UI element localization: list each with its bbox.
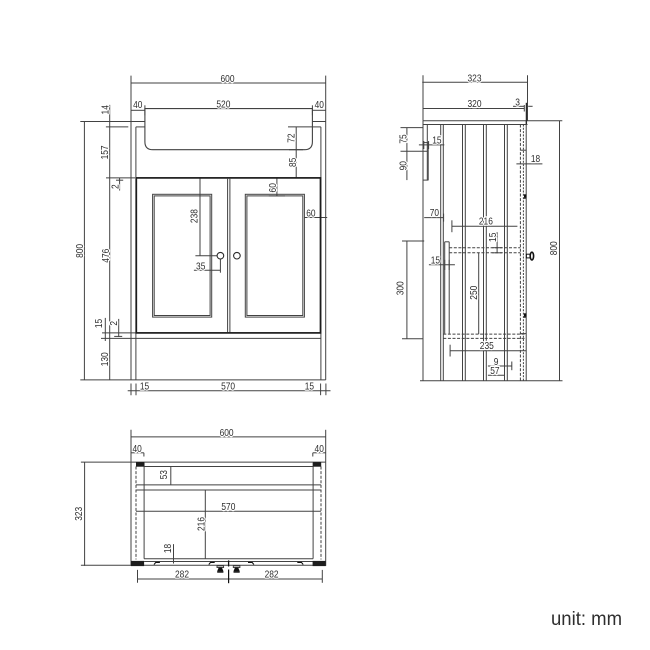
svg-text:130: 130 [100,352,111,366]
svg-text:235: 235 [480,341,494,352]
svg-text:282: 282 [265,570,279,581]
svg-text:40: 40 [133,100,143,111]
svg-text:40: 40 [315,100,325,111]
svg-text:476: 476 [101,248,112,262]
svg-text:282: 282 [175,570,189,581]
svg-text:40: 40 [132,444,142,455]
svg-text:600: 600 [220,428,234,439]
svg-text:238: 238 [189,209,200,223]
svg-text:157: 157 [100,145,111,159]
svg-text:15: 15 [488,232,499,242]
svg-text:216: 216 [479,217,493,228]
svg-text:14: 14 [100,105,111,115]
svg-text:323: 323 [468,73,482,84]
svg-text:570: 570 [221,381,235,392]
svg-text:800: 800 [75,244,86,258]
svg-text:2: 2 [109,321,120,326]
svg-text:3: 3 [515,98,520,109]
svg-text:75: 75 [398,134,409,144]
svg-text:323: 323 [74,507,85,521]
svg-text:70: 70 [430,208,440,219]
svg-text:53: 53 [159,470,170,480]
svg-text:216: 216 [196,517,207,531]
svg-text:800: 800 [549,241,560,255]
svg-text:72: 72 [286,133,297,143]
svg-text:18: 18 [531,154,541,165]
svg-text:9: 9 [494,357,499,368]
svg-text:15: 15 [431,256,441,267]
svg-text:unit: mm: unit: mm [551,609,622,630]
svg-text:2: 2 [111,184,122,189]
svg-text:35: 35 [196,261,206,272]
svg-text:600: 600 [221,74,235,85]
svg-text:57: 57 [490,366,500,377]
svg-text:15: 15 [140,381,150,392]
svg-text:15: 15 [305,381,315,392]
svg-text:15: 15 [94,319,105,329]
svg-text:60: 60 [268,183,279,193]
svg-text:90: 90 [398,161,409,171]
svg-text:300: 300 [396,281,407,295]
svg-text:60: 60 [306,209,316,220]
svg-text:18: 18 [163,544,174,554]
svg-text:85: 85 [288,157,299,167]
svg-text:250: 250 [469,285,480,299]
svg-text:570: 570 [221,502,235,513]
svg-text:320: 320 [468,99,482,110]
svg-text:15: 15 [432,136,442,147]
svg-text:520: 520 [216,99,230,110]
svg-text:40: 40 [315,444,325,455]
